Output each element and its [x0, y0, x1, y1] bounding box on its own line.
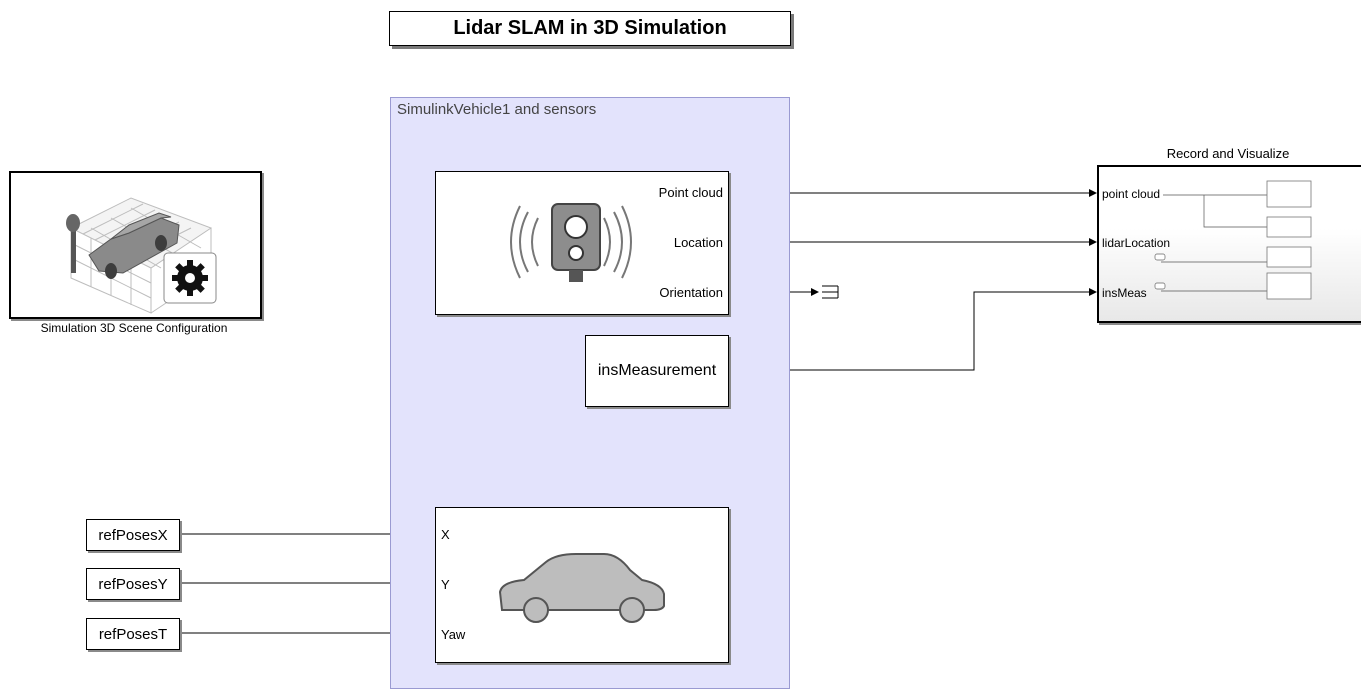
record-visualize-title: Record and Visualize [1166, 146, 1290, 161]
port-point-cloud-in[interactable]: point cloud [1102, 187, 1161, 201]
scene-config-icon [66, 197, 217, 314]
ref-poses-x-block[interactable]: refPosesX [86, 519, 180, 551]
line-ins-meas [727, 288, 1097, 371]
subsystem-area-label: SimulinkVehicle1 and sensors [397, 101, 597, 118]
port-point-cloud[interactable]: Point cloud [658, 185, 723, 200]
lidar-sensor-icon [510, 203, 632, 282]
port-lidar-location-in[interactable]: lidarLocation [1102, 236, 1171, 250]
port-orientation[interactable]: Orientation [659, 285, 723, 300]
lidar-sensor-block[interactable]: Point cloud Location Orientation [435, 171, 729, 315]
terminator-icon [822, 285, 839, 299]
port-x[interactable]: X [441, 527, 450, 542]
car-icon [498, 553, 665, 623]
ref-poses-y-label: refPosesY [98, 575, 168, 593]
ref-poses-t-label: refPosesT [98, 625, 168, 643]
ref-poses-t-block[interactable]: refPosesT [86, 618, 180, 650]
port-y[interactable]: Y [441, 577, 450, 592]
ins-measurement-label: insMeasurement [597, 362, 717, 379]
port-ins-meas-in[interactable]: insMeas [1102, 286, 1147, 300]
ref-poses-y-block[interactable]: refPosesY [86, 568, 180, 600]
record-visualize-block[interactable]: point cloud lidarLocation insMeas [1097, 165, 1361, 323]
internal-diagram-preview [1154, 180, 1312, 300]
diagram-title[interactable]: Lidar SLAM in 3D Simulation [389, 11, 791, 46]
vehicle-block[interactable]: X Y Yaw [435, 507, 729, 663]
ins-measurement-block[interactable]: insMeasurement [585, 335, 729, 407]
ref-poses-x-label: refPosesX [98, 526, 168, 544]
scene-config-block[interactable] [9, 171, 262, 319]
port-location[interactable]: Location [673, 235, 723, 250]
scene-config-caption: Simulation 3D Scene Configuration [40, 321, 228, 335]
port-yaw[interactable]: Yaw [441, 627, 466, 642]
